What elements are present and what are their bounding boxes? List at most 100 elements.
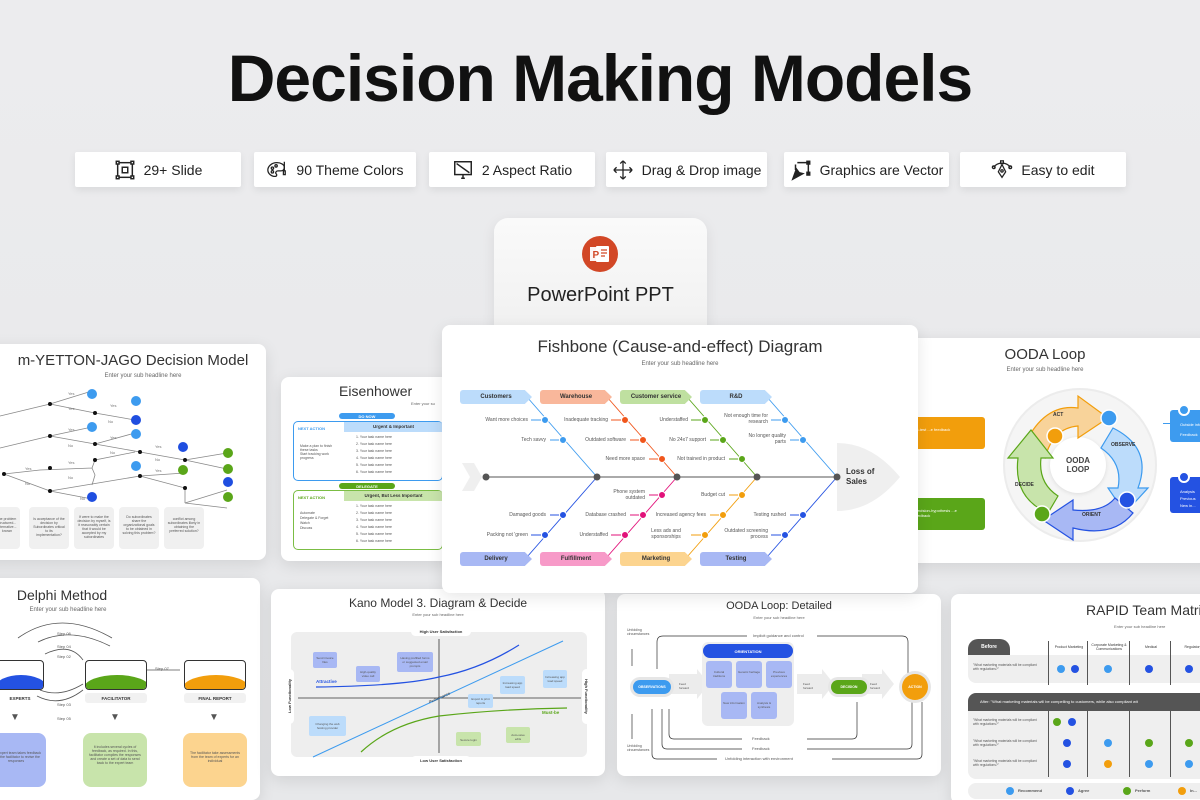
slide-title: OODA Loop: Detailed <box>726 600 832 612</box>
category-delivery: Delivery <box>460 552 532 566</box>
feature-slides: 29+ Slide <box>75 152 241 187</box>
slide-title: m-YETTON-JAGO Decision Model <box>17 352 249 369</box>
slide-subtitle: Enter your su <box>411 401 435 406</box>
cause-label: Less ads and sponsorships <box>651 528 681 540</box>
next-action-label: NEXT ACTION <box>298 495 325 500</box>
cause-label: No 24x7 support <box>669 437 706 443</box>
axis-top: High User Satisfaction <box>411 627 471 636</box>
cause-label: Phone system outdated <box>613 489 645 501</box>
badge-a <box>1185 665 1193 673</box>
category-warehouse: Warehouse <box>540 390 612 404</box>
feature-easy-edit: Easy to edit <box>960 152 1126 187</box>
monitor-icon <box>453 160 472 179</box>
pen-tool-icon <box>992 159 1013 178</box>
ooda-arrows <box>1006 394 1150 542</box>
node-observations: OBSERVATIONS <box>633 680 671 694</box>
stage-decide: DECIDE <box>1015 482 1034 488</box>
badge-a <box>1145 665 1153 673</box>
role-facilitator: FACILITATOR <box>85 693 147 703</box>
curve-attractive: Attractive <box>316 679 337 684</box>
question-card: conflict among subordinates likely in ob… <box>164 507 204 549</box>
powerpoint-label: PowerPoint PPT <box>527 284 674 306</box>
svg-text:No: No <box>68 475 74 480</box>
slide-subtitle: Enter your sub headline here <box>1114 624 1166 629</box>
feature-label: Graphics are Vector <box>819 161 944 178</box>
feature-label: 2 Aspect Ratio <box>481 161 573 178</box>
cause-label: Outdated screening process <box>724 528 768 540</box>
cause-label: Budget cut <box>701 492 725 498</box>
orientation-header: ORIENTATION <box>703 644 793 658</box>
ooda-center: OODA LOOP <box>1050 437 1106 493</box>
question-card: the problem structured... alternative...… <box>0 507 20 549</box>
experts-box <box>0 660 44 690</box>
svg-text:No: No <box>110 450 116 455</box>
badge-a <box>1071 665 1079 673</box>
slide-subtitle: Enter your sub headline here <box>641 361 719 367</box>
axis-left: Low Functionality <box>285 669 294 724</box>
stage-orient: ORIENT <box>1082 512 1101 518</box>
select-frame-icon <box>115 160 135 179</box>
kano-note: Changing the web hosting provider <box>309 716 346 736</box>
column-header: Regulatory <box>1184 645 1200 649</box>
delegate-header: Urgent, But Less Important <box>344 491 443 501</box>
final-report-box <box>184 660 246 690</box>
feature-label: 90 Theme Colors <box>296 161 404 178</box>
role-final-report: FINAL REPORT <box>184 693 246 703</box>
slide-subtitle: Enter your sub headline here <box>104 373 182 379</box>
feature-label: Easy to edit <box>1021 161 1095 178</box>
orientation-item: New information <box>721 692 747 719</box>
slide-kano: Kano Model 3. Diagram & Decide Enter you… <box>271 589 605 776</box>
svg-text:No: No <box>68 443 74 448</box>
stage-act: ACT <box>1053 412 1064 418</box>
kano-note: Export & print reports <box>468 694 493 708</box>
badge-i <box>1104 760 1112 768</box>
slide-rapid: RAPID Team Matrix Enter your sub headlin… <box>951 594 1200 800</box>
svg-text:No: No <box>108 419 114 424</box>
svg-text:No: No <box>155 457 161 462</box>
kano-note: Increasing app load speed <box>543 670 567 688</box>
svg-text:Yes: Yes <box>68 427 75 432</box>
outcome-node <box>131 461 141 471</box>
cause-label: Inadequate tracking <box>564 417 608 423</box>
cause-label: Testing rushed <box>753 512 786 518</box>
feature-vector: Graphics are Vector <box>784 152 949 187</box>
cause-label: Increased agency fees <box>655 512 706 518</box>
badge-p <box>1145 739 1153 747</box>
slide-subtitle: Enter your sub headline here <box>29 607 107 613</box>
cause-label: Understaffed <box>659 417 688 423</box>
slide-title: RAPID Team Matrix <box>1086 602 1200 618</box>
down-arrow-icon: ▼ <box>10 712 20 723</box>
slide-title: OODA Loop <box>1004 346 1086 363</box>
orientation-item: Previous experiences <box>766 661 792 688</box>
orientation-item: Cultural traditions <box>706 661 732 688</box>
before-tab: Before <box>968 639 1010 655</box>
svg-text:Yes: Yes <box>110 435 117 440</box>
slide-title: Eisenhower <box>339 383 413 399</box>
badge-r <box>1185 760 1193 768</box>
question-card: Is acceptance of the decision by Subordi… <box>29 507 69 549</box>
slide-title: Fishbone (Cause-and-effect) Diagram <box>537 337 823 356</box>
outcome-node <box>87 389 97 399</box>
svg-text:Yes: Yes <box>68 460 75 465</box>
orient-info-box: Analysis Previous New in... <box>1170 471 1200 513</box>
do-now-tag: DO NOW <box>339 413 395 419</box>
badge-r <box>1104 665 1112 673</box>
decide-info-box: ...ecision-hypothesis ...e feedback <box>910 498 985 530</box>
experts-desc: The expert team takes feedback from the … <box>0 733 46 787</box>
act-info-box: ...t-test ...e feedback <box>910 417 985 449</box>
category-testing: Testing <box>700 552 772 566</box>
orientation-item: Genetic heritage <box>736 661 762 688</box>
after-header: After: "What marketing materials will be… <box>968 693 1200 711</box>
feature-bar: 29+ Slide 90 Theme Colors 2 Aspect Ratio… <box>75 152 1127 188</box>
outcome-node <box>87 492 97 502</box>
slide-subtitle: Enter your sub headline here <box>412 612 464 617</box>
cause-label: Packing not 'green <box>486 532 528 538</box>
down-arrow-icon: ▼ <box>110 712 120 723</box>
badge-p <box>1053 718 1061 726</box>
cause-label: Outdated software <box>585 437 626 443</box>
node-action: ACTION <box>902 674 928 700</box>
svg-text:Yes: Yes <box>110 403 117 408</box>
orientation-item: Analysis & synthesis <box>751 692 777 719</box>
curve-must-be: Must-be <box>542 710 560 715</box>
